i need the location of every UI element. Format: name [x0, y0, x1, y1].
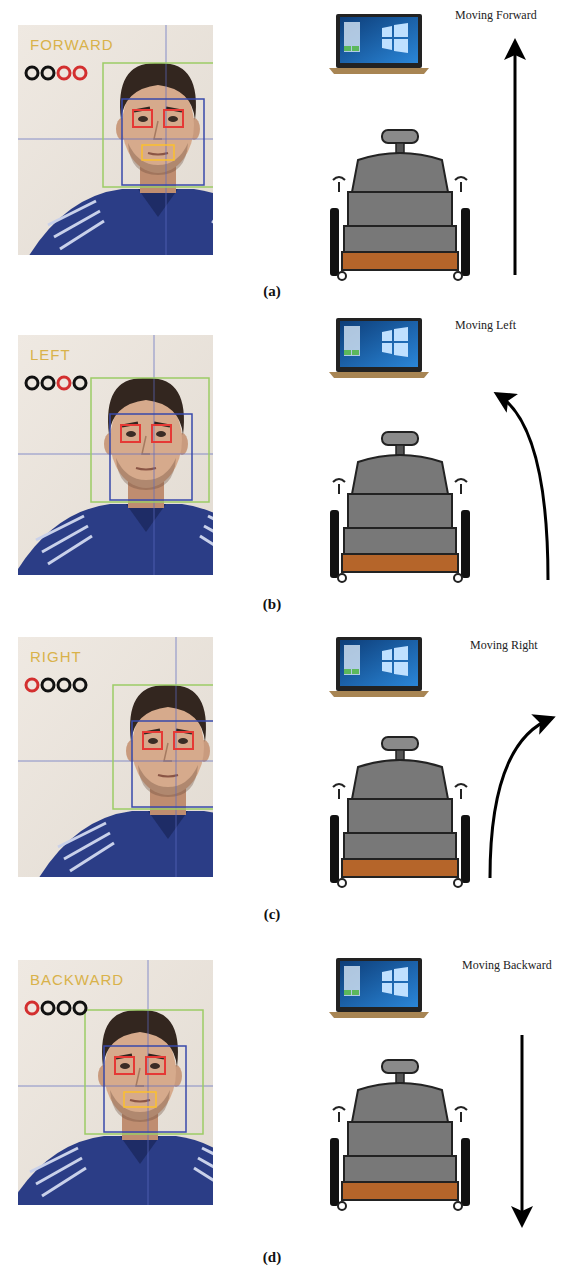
overlay-command: BACKWARD	[30, 971, 124, 989]
motion-caption: Moving Left	[455, 318, 516, 332]
panel-label: (c)	[264, 905, 281, 923]
overlay-command: FORWARD	[30, 36, 114, 54]
overlay-command: LEFT	[30, 346, 71, 364]
overlay-command: RIGHT	[30, 648, 82, 666]
motion-caption: Moving Forward	[455, 8, 537, 22]
panel-label: (b)	[263, 595, 281, 613]
panel-label: (a)	[263, 282, 281, 300]
panel-label: (d)	[263, 1248, 281, 1266]
motion-caption: Moving Right	[470, 638, 538, 652]
motion-caption: Moving Backward	[462, 958, 552, 972]
